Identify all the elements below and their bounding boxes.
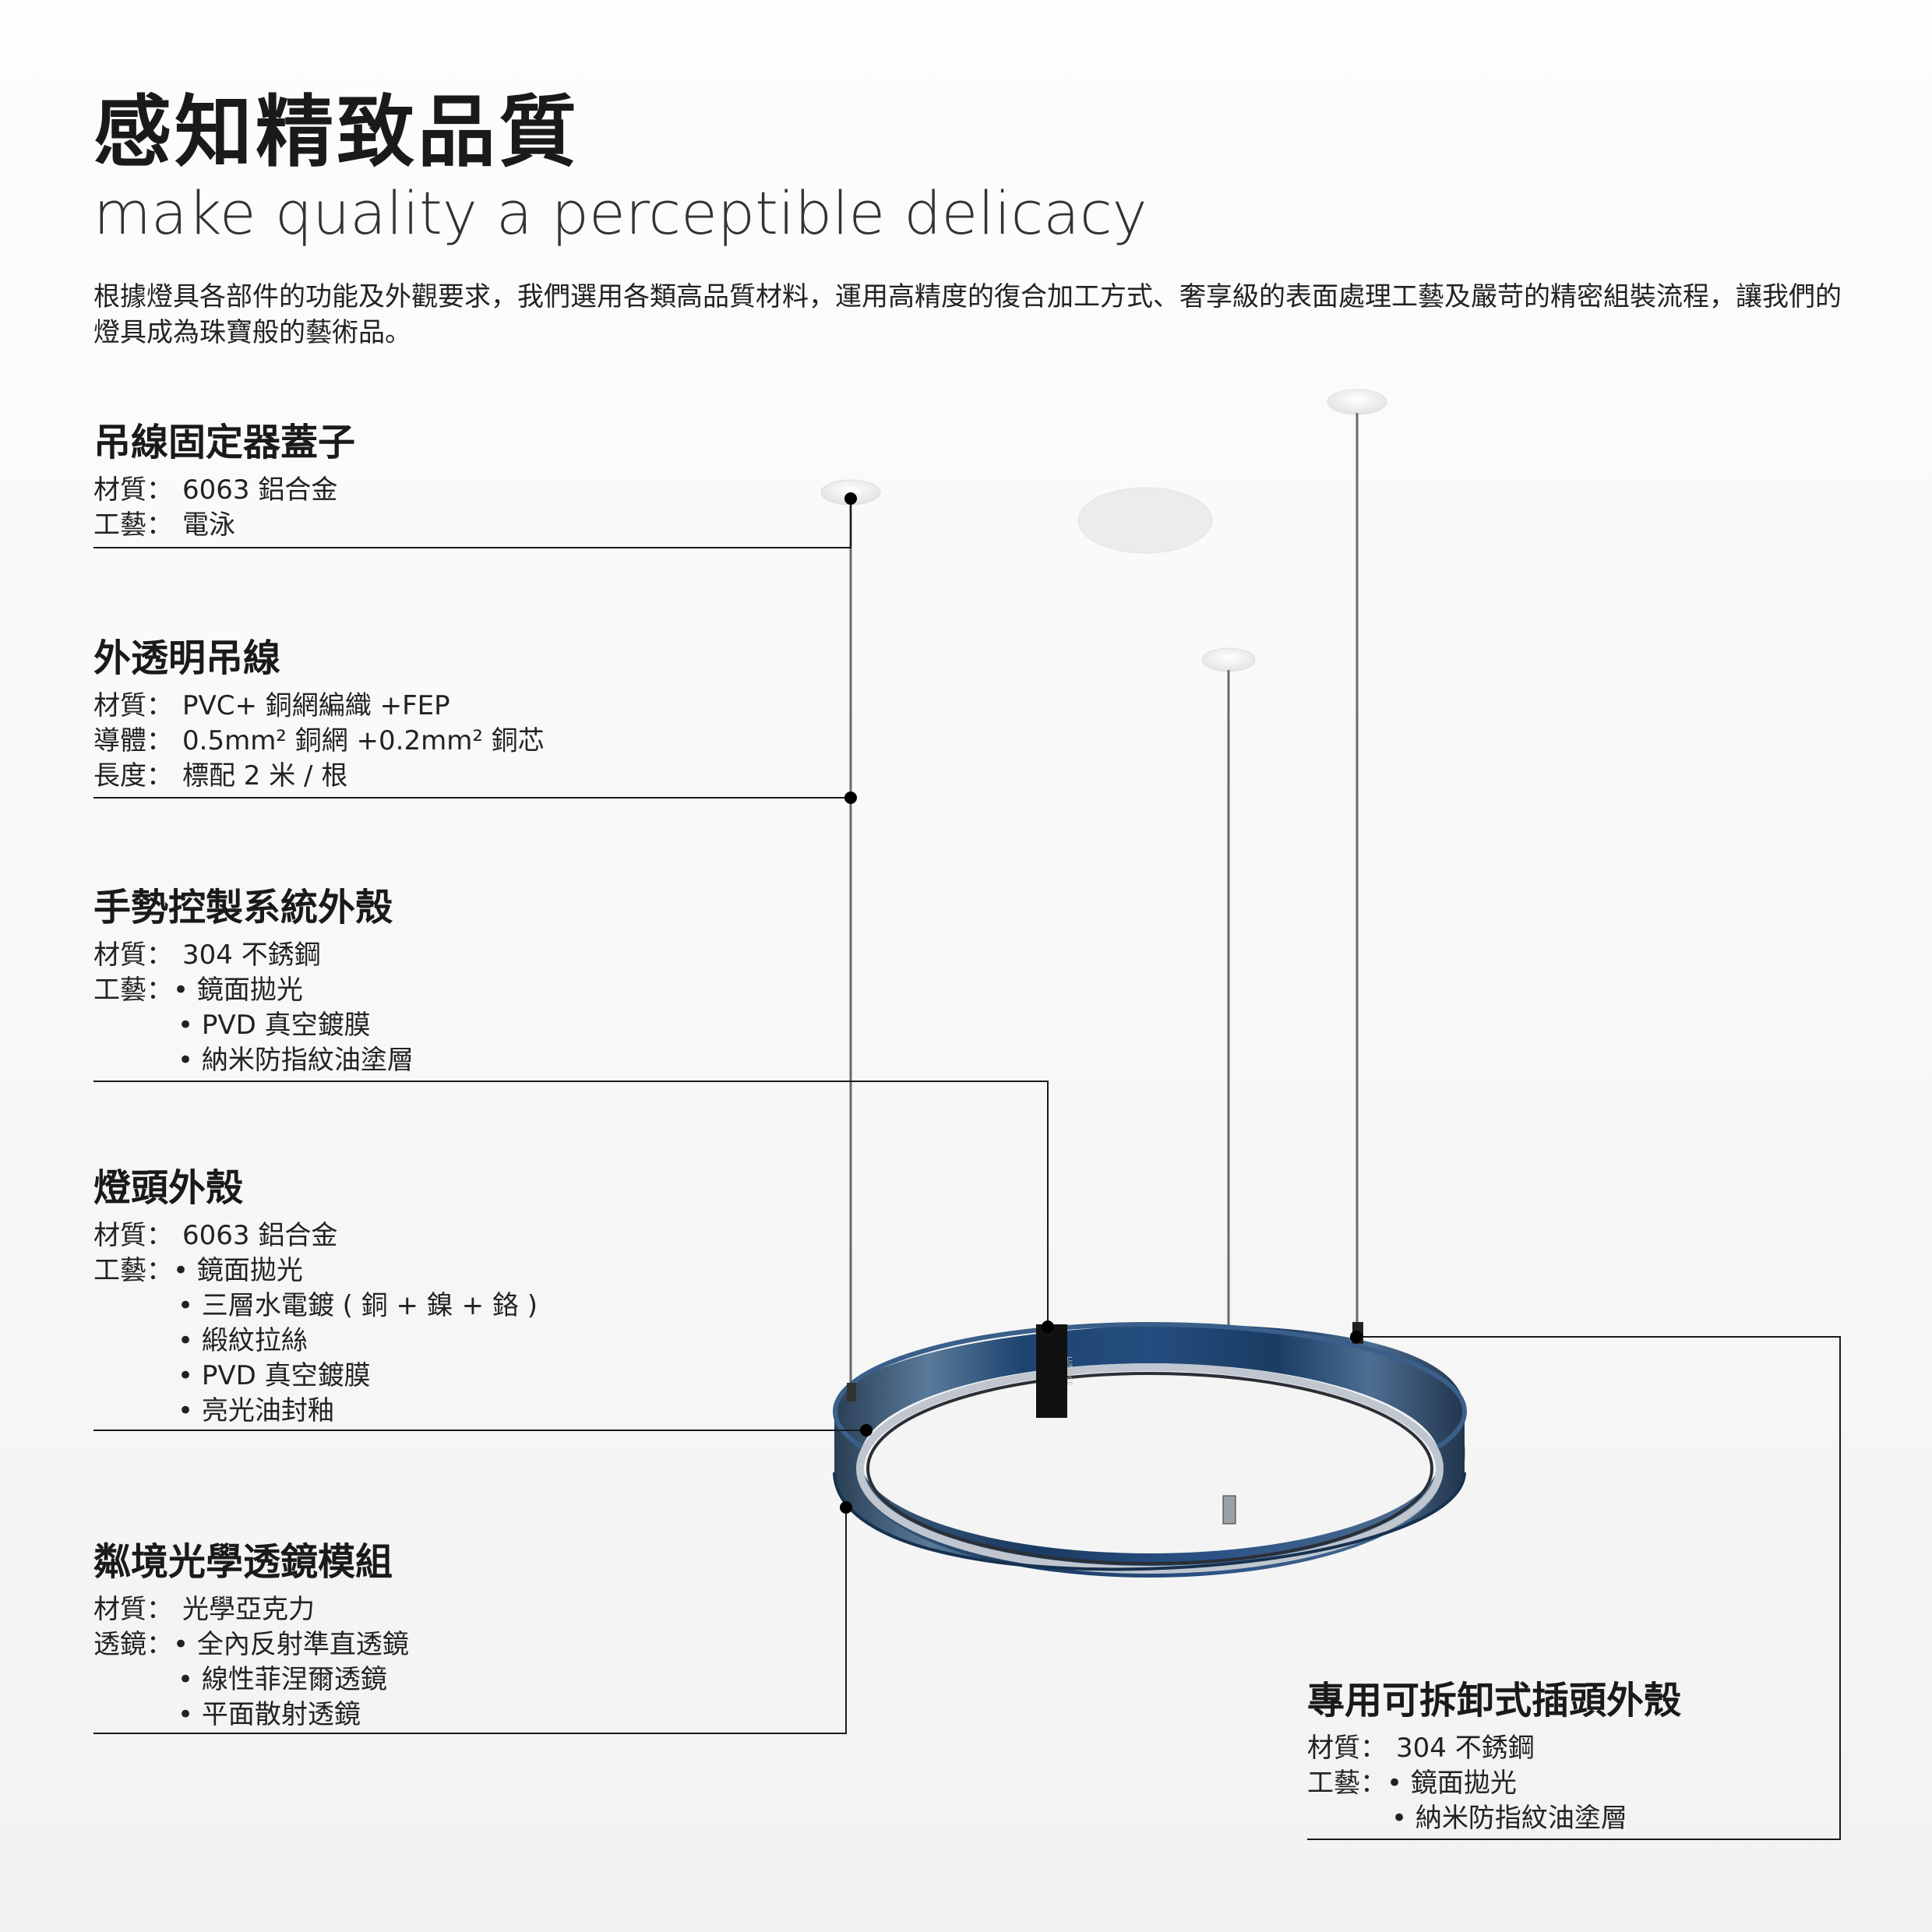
spec-title: 外透明吊線 (93, 636, 281, 680)
spec-label: 材質： (93, 690, 173, 721)
gesture-control-box (1036, 1324, 1067, 1418)
spec-value: 6063 鋁合金 (182, 1220, 338, 1251)
spec-bullet: PVD 真空鍍膜 (93, 1359, 538, 1394)
spec-label: 導體： (93, 725, 173, 756)
spec-label: 材質： (93, 1220, 173, 1251)
spec-label: 工藝： (93, 1255, 173, 1286)
spec-bullet: 納米防指紋油塗層 (1307, 1801, 1681, 1836)
spec-value: 304 不銹鋼 (182, 940, 321, 971)
spec-block-lamp-housing: 燈頭外殼 材質： 6063 鋁合金 工藝：鏡面拋光 三層水電鍍 ( 銅 + 鎳 +… (93, 1162, 538, 1429)
spec-block-plug-housing: 專用可拆卸式插頭外殼 材質： 304 不銹鋼 工藝：鏡面拋光 納米防指紋油塗層 (1307, 1675, 1681, 1836)
callout-dot-lens (840, 1501, 852, 1514)
intro-text: 根據燈具各部件的功能及外觀要求，我們選用各類高品質材料，運用高精度的復合加工方式… (93, 281, 1842, 348)
spec-label: 材質： (1307, 1733, 1387, 1764)
spec-title: 手勢控製系統外殼 (93, 886, 393, 929)
callout-lens-line (93, 1509, 847, 1734)
spec-label: 長度： (93, 760, 173, 791)
spec-label: 材質： (93, 1594, 173, 1625)
spec-block-cable-holder-cap: 吊線固定器蓋子 材質： 6063 鋁合金 工藝： 電泳 (93, 417, 355, 543)
callout-cap-line (93, 500, 851, 548)
spec-title: 燈頭外殼 (93, 1166, 244, 1210)
spec-label: 透鏡： (93, 1629, 173, 1660)
callout-dot-gesture (1042, 1320, 1054, 1333)
spec-block-optical-lens: 粼境光學透鏡模組 材質： 光學亞克力 透鏡：全內反射準直透鏡 線性菲涅爾透鏡 平面… (93, 1536, 409, 1733)
callout-dot-wire (844, 791, 857, 804)
spec-bullet: PVD 真空鍍膜 (93, 1008, 414, 1043)
spec-value: 電泳 (182, 509, 235, 541)
spec-block-suspension-wire: 外透明吊線 材質： PVC+ 銅網編織 +FEP 導體： 0.5mm² 銅網 +0.… (93, 633, 545, 794)
spec-title: 吊線固定器蓋子 (93, 421, 356, 464)
spec-block-gesture-control: 手勢控製系統外殼 材質： 304 不銹鋼 工藝：鏡面拋光 PVD 真空鍍膜 納米防… (93, 882, 414, 1078)
spec-label: 工藝： (1307, 1768, 1387, 1799)
spec-bullet: 平面散射透鏡 (93, 1698, 409, 1733)
callout-dot-housing (860, 1424, 873, 1437)
brand-mark: LUMOCE (1065, 1356, 1073, 1386)
spec-title: 粼境光學透鏡模組 (93, 1540, 393, 1584)
spec-bullet: 鏡面拋光 (173, 973, 303, 1008)
spec-value: 光學亞克力 (182, 1594, 315, 1625)
callout-dot-cap (844, 492, 857, 505)
callout-plug-line (1307, 1336, 1841, 1840)
spec-bullet: 納米防指紋油塗層 (93, 1043, 414, 1078)
spec-value: 304 不銹鋼 (1396, 1733, 1535, 1764)
spec-bullet: 三層水電鍍 ( 銅 + 鎳 + 鉻 ) (93, 1289, 538, 1324)
spec-value: 6063 鋁合金 (182, 474, 338, 506)
plug-housing (1222, 1495, 1236, 1525)
spec-title: 專用可拆卸式插頭外殼 (1307, 1679, 1682, 1722)
callout-gesture-line (93, 1081, 1049, 1328)
page-subtitle: make quality a perceptible delicacy (93, 178, 1148, 248)
spec-bullet: 線性菲涅爾透鏡 (93, 1662, 409, 1698)
ceiling-cap-large (1077, 487, 1213, 554)
spec-bullet: 鏡面拋光 (173, 1253, 303, 1289)
spec-label: 材質： (93, 474, 173, 506)
spec-bullet: 亮光油封釉 (93, 1394, 538, 1429)
spec-label: 材質： (93, 940, 173, 971)
spec-bullet: 緞紋拉絲 (93, 1324, 538, 1359)
spec-bullet: 鏡面拋光 (1387, 1766, 1517, 1801)
ceiling-cap-middle (1201, 647, 1256, 672)
ceiling-cap-right (1327, 389, 1387, 415)
spec-label: 工藝： (93, 975, 173, 1006)
spec-label: 工藝： (93, 509, 173, 541)
connector-left (847, 1383, 856, 1401)
spec-value: PVC+ 銅網編織 +FEP (182, 690, 450, 721)
page-title: 感知精致品質 (93, 86, 580, 178)
spec-value: 標配 2 米 / 根 (182, 760, 348, 791)
spec-bullet: 全內反射準直透鏡 (173, 1627, 409, 1662)
spec-value: 0.5mm² 銅網 +0.2mm² 銅芯 (182, 725, 545, 756)
callout-dot-plug (1350, 1331, 1363, 1343)
